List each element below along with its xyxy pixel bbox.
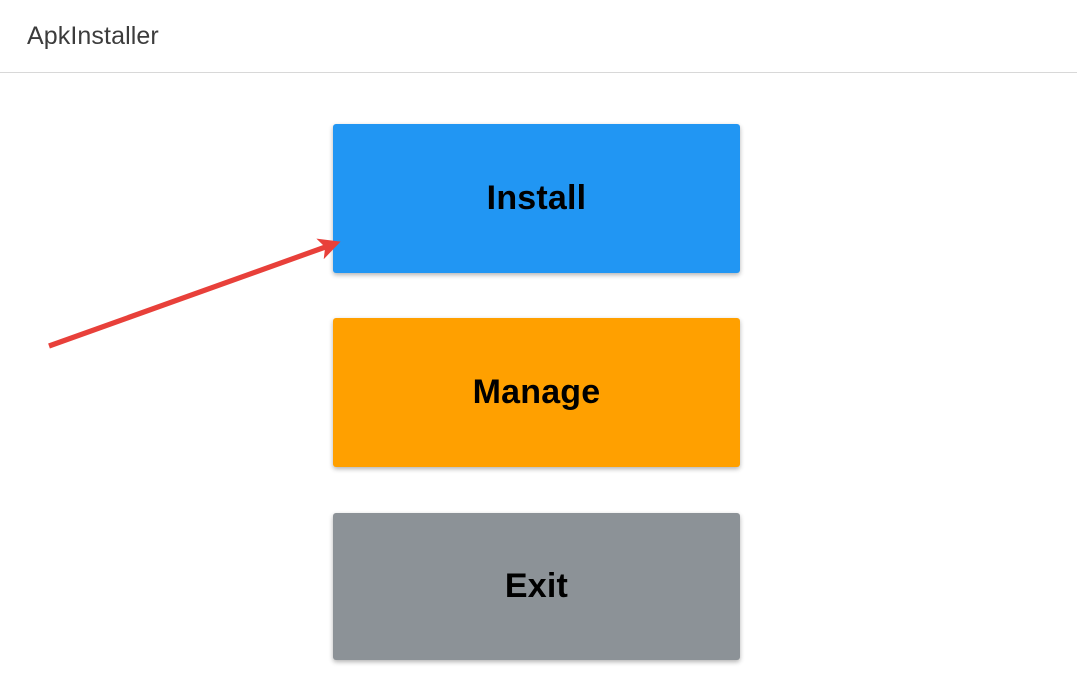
app-bar: ApkInstaller bbox=[0, 0, 1077, 73]
app-title: ApkInstaller bbox=[27, 21, 159, 50]
manage-button[interactable]: Manage bbox=[333, 318, 740, 467]
main-content: Install Manage Exit bbox=[0, 74, 1077, 673]
exit-button[interactable]: Exit bbox=[333, 513, 740, 660]
install-button[interactable]: Install bbox=[333, 124, 740, 273]
